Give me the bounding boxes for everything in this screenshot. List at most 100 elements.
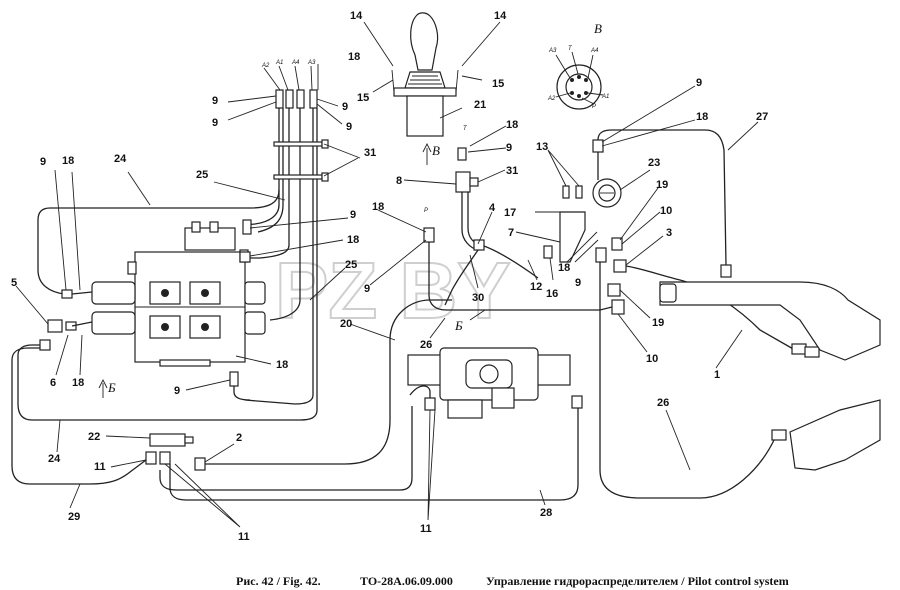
clamp-31-b — [273, 174, 323, 180]
gauge-23 — [592, 178, 622, 208]
leader-lines — [15, 21, 759, 528]
fitting-27-end — [720, 264, 732, 278]
fitting-11-b — [159, 451, 171, 465]
hose-valve-bottom — [233, 386, 251, 401]
callout-c18c: 18 — [347, 234, 359, 246]
callout-c14a: 14 — [350, 10, 363, 22]
callout-c26b: 26 — [657, 397, 669, 409]
joystick-bolts — [391, 69, 459, 93]
valve-port-2 — [201, 289, 209, 297]
right-actuator-upper — [659, 281, 881, 361]
valve-spool-right-lower — [244, 311, 266, 335]
fitting-11-a — [145, 451, 157, 465]
actuator-lower-body — [789, 399, 881, 471]
hose-12 — [483, 245, 539, 279]
callout-c10b: 10 — [646, 353, 658, 365]
hose-4-b — [467, 192, 485, 247]
fitting-9-valve-top — [242, 219, 252, 235]
pin-t — [577, 75, 581, 79]
callout-c27: 27 — [756, 111, 768, 123]
top-fitting-2 — [285, 89, 294, 109]
callout-c29: 29 — [68, 511, 80, 523]
callout-c18d: 18 — [72, 377, 84, 389]
callout-c19a: 19 — [656, 179, 668, 191]
joystick-assembly — [391, 12, 459, 137]
callout-c10a: 10 — [660, 205, 672, 217]
hose-bundle-c — [269, 108, 301, 321]
top-port-a4: A4 — [291, 60, 300, 66]
fitting-9-left — [61, 289, 73, 299]
callout-c17: 17 — [504, 207, 516, 219]
callout-c1: 1 — [714, 369, 720, 381]
view-b-title: В — [594, 21, 602, 36]
hose-30 — [444, 249, 479, 306]
valve-left-fitting — [127, 261, 137, 275]
callout-c25a: 25 — [196, 169, 208, 181]
hose-26-right — [599, 260, 776, 499]
valve-port-3 — [161, 323, 169, 331]
fitting-11-center-b — [571, 395, 583, 409]
valve-spool-left-lower — [91, 311, 136, 335]
callout-c9f: 9 — [350, 209, 356, 221]
actuator-upper-cap — [659, 283, 677, 303]
right-actuator-lower — [771, 399, 881, 471]
bottom-left-components — [145, 433, 206, 471]
callout-c23: 23 — [648, 157, 660, 169]
callout-c15b: 15 — [492, 78, 504, 90]
callout-c21: 21 — [474, 99, 486, 111]
callout-c25b: 25 — [345, 259, 357, 271]
hydraulic-diagram: PZ BY В В A3 T A4 A2 P A1 A2 A1 A4 A3 — [11, 10, 881, 543]
component-22-tip — [184, 436, 194, 444]
connector-leaders — [555, 51, 604, 105]
view-arrow-v-label: В — [432, 143, 440, 158]
hose-bundle-d — [244, 108, 314, 405]
callout-c18a: 18 — [348, 51, 360, 63]
valve-top-fitting-2 — [209, 221, 219, 233]
callout-c9d: 9 — [346, 121, 352, 133]
joystick-flange — [393, 87, 457, 97]
callout-c18i: 18 — [696, 111, 708, 123]
view-b-left-label: Б — [107, 380, 116, 395]
fitting-31-center — [469, 177, 479, 187]
callout-c31b: 31 — [506, 165, 518, 177]
conn-label-p: P — [592, 104, 596, 110]
top-port-a1: A1 — [275, 60, 283, 66]
clamp-31-b-screw — [321, 172, 329, 182]
caption-figure-number: Рис. 42 / Fig. 42. — [236, 574, 321, 588]
callout-c22: 22 — [88, 431, 100, 443]
callout-c9e: 9 — [40, 156, 46, 168]
caption-title: Управление гидрораспределителем / Pilot … — [486, 574, 789, 588]
conn-label-t: T — [568, 46, 573, 52]
view-arrow-v — [422, 142, 432, 165]
fitting-4 — [473, 239, 485, 251]
view-arrow-b-left — [98, 378, 108, 398]
callout-c9g: 9 — [174, 385, 180, 397]
hose-26-center — [428, 242, 600, 311]
callout-c18f: 18 — [372, 201, 384, 213]
valve-spool-left-upper — [91, 281, 136, 305]
valve-spool-right-upper — [244, 281, 266, 305]
fitting-2 — [194, 457, 206, 471]
callout-c9k: 9 — [696, 77, 702, 89]
callout-c2: 2 — [236, 432, 242, 444]
hose-valve-lower-in — [71, 321, 93, 327]
callout-c24a: 24 — [114, 153, 127, 165]
callout-c9h: 9 — [364, 283, 370, 295]
hose-bundle-a — [257, 108, 284, 233]
hose-28 — [169, 406, 579, 501]
valve-port-4 — [201, 323, 209, 331]
top-port-leaders — [263, 65, 313, 91]
joystick-handle — [410, 12, 439, 71]
center-block-lower-right — [491, 387, 515, 409]
callout-c20: 20 — [340, 318, 352, 330]
fitting-10-lower — [611, 299, 625, 315]
fitting-5-elbow — [39, 339, 51, 351]
control-valve — [91, 221, 266, 367]
callout-c26a: 26 — [420, 339, 432, 351]
top-fitting-4 — [309, 89, 318, 109]
top-port-a2: A2 — [261, 63, 270, 69]
hose-24-left — [17, 344, 48, 421]
top-fitting-3 — [296, 89, 305, 109]
fitting-18-valve-right — [239, 251, 251, 263]
view-b-center-label: Б — [454, 318, 463, 333]
